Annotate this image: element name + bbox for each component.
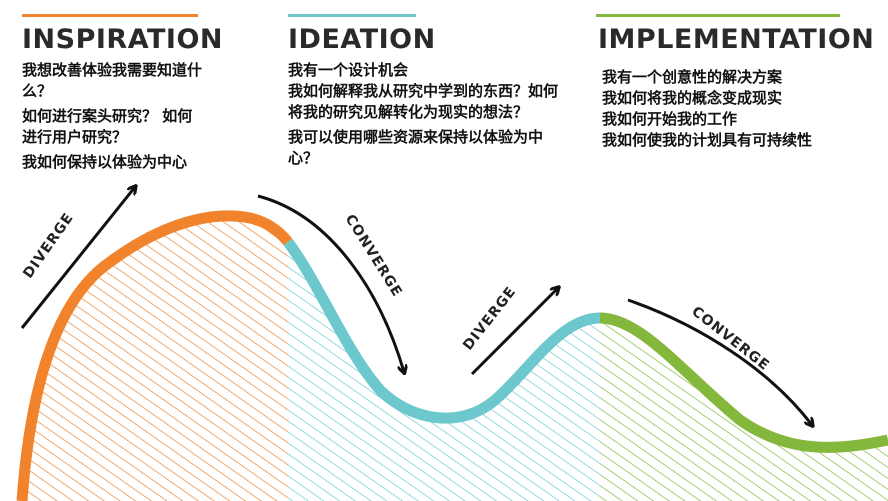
inspiration-text: 我想改善体验我需要知道什么？ 如何进行案头研究？ 如何进行用户研究？ 我如何保持… — [22, 60, 207, 177]
inspiration-bar — [22, 14, 198, 17]
inspiration-area — [22, 215, 288, 501]
inspiration-line: 我如何保持以体验为中心 — [22, 153, 188, 171]
implementation-line: 我如何将我的概念变成现实 — [602, 89, 783, 107]
converge-arrow-icon — [257, 194, 404, 372]
implementation-curve — [599, 312, 888, 453]
ideation-line: 我如何解释我从研究中学到的东西？如何将我的研究见解转化为现实的想法？ — [288, 82, 559, 121]
diverge-arrow-icon — [470, 288, 558, 376]
inspiration-curve — [16, 210, 293, 501]
implementation-bar — [596, 14, 840, 17]
diverge-label: DIVERGE — [460, 284, 519, 354]
implementation-line: 我有一个创意性的解决方案 — [602, 68, 783, 86]
implementation-line: 我如何使我的计划具有可持续性 — [602, 131, 813, 149]
ideation-title: IDEATION — [288, 24, 436, 55]
ideation-line: 我可以使用哪些资源来保持以体验为中心？ — [288, 128, 544, 167]
inspiration-title: INSPIRATION — [22, 24, 224, 55]
ideation-bar — [288, 14, 416, 17]
ideation-text: 我有一个设计机会 我如何解释我从研究中学到的东西？如何将我的研究见解转化为现实的… — [288, 60, 566, 173]
converge-label: CONVERGE — [688, 304, 772, 375]
implementation-title: IMPLEMENTATION — [598, 24, 875, 55]
converge-arrow-icon — [627, 298, 812, 425]
ideation-line: 我有一个设计机会 — [288, 61, 409, 79]
inspiration-line: 如何进行案头研究？ 如何进行用户研究？ — [22, 107, 193, 146]
ideation-area — [288, 242, 600, 501]
ideation-curve — [283, 238, 601, 424]
converge-label: CONVERGE — [342, 212, 405, 300]
inspiration-line: 我想改善体验我需要知道什么？ — [22, 61, 203, 100]
diverge-arrow-icon — [20, 187, 135, 329]
implementation-line: 我如何开始我的工作 — [602, 110, 738, 128]
implementation-text: 我有一个创意性的解决方案 我如何将我的概念变成现实 我如何开始我的工作 我如何使… — [602, 67, 862, 151]
